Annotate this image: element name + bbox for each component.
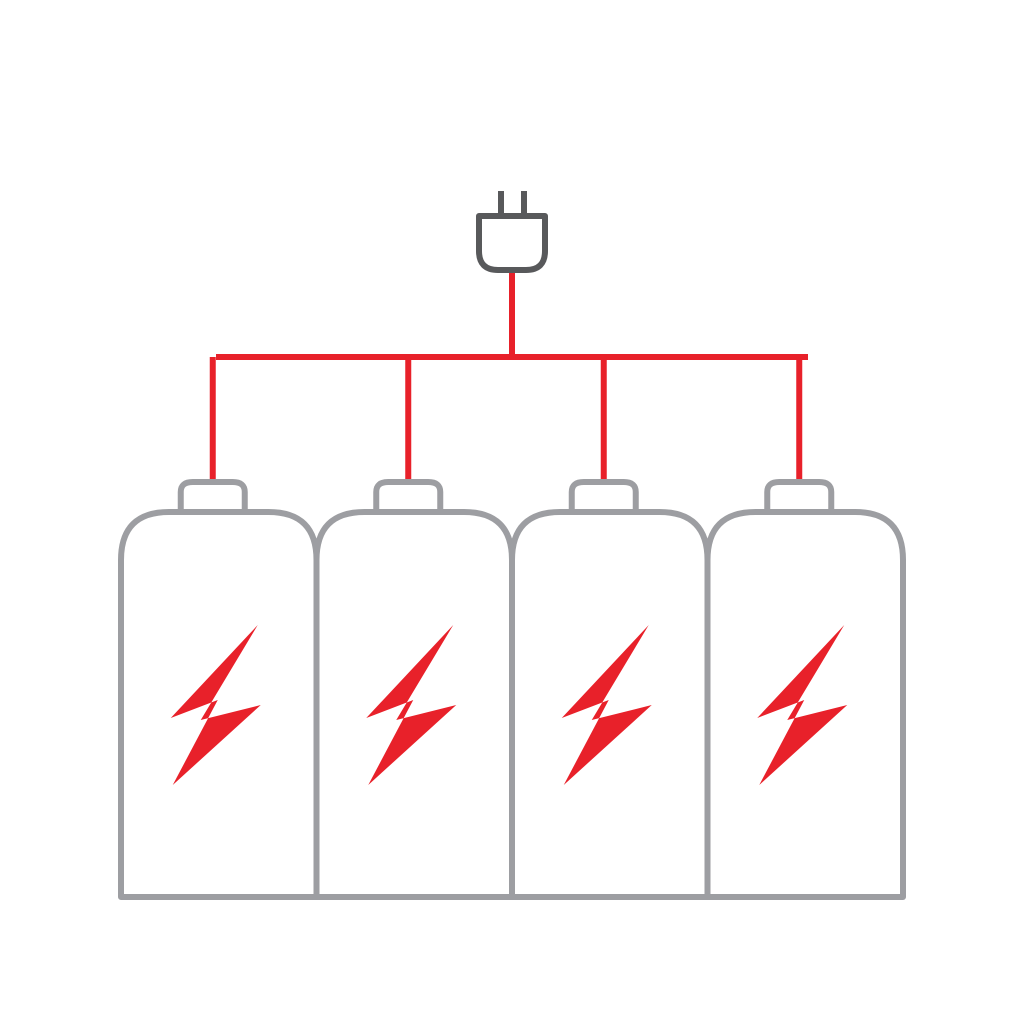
battery-terminal [373,479,444,512]
lightning-bolt-icon [757,625,848,785]
lightning-bolt-icon [170,625,261,785]
battery-terminal [177,479,248,512]
battery-group [118,479,906,900]
lightning-bolt-icon [366,625,457,785]
battery-2-icon [313,479,515,900]
battery-terminal [568,479,639,512]
battery-3-icon [509,479,711,900]
battery-body [118,509,320,900]
battery-1-icon [118,479,320,900]
plug-body [476,213,548,273]
wiring [209,273,808,482]
battery-body [704,509,906,900]
battery-body [313,509,515,900]
battery-terminal [764,479,835,512]
battery-body [509,509,711,900]
battery-4-icon [704,479,906,900]
lightning-bolt-icon [561,625,652,785]
power-plug-icon [476,191,548,273]
